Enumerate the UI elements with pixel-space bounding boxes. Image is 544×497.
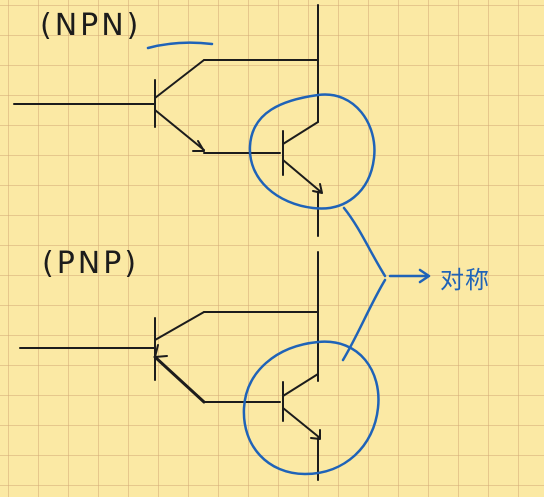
pnp-q2-emitter-arrow xyxy=(310,429,321,440)
pnp-q2-circle xyxy=(242,340,380,476)
npn-label: (NPN) xyxy=(40,8,142,43)
symmetry-label: 对称 xyxy=(440,266,490,294)
symmetry-annotation xyxy=(146,41,431,476)
brace-lower-stroke xyxy=(341,278,387,362)
npn-q2-emitter xyxy=(282,159,322,193)
pnp-q1-emitter xyxy=(153,355,206,404)
npn-q1-collector xyxy=(154,59,205,99)
npn-underline-stroke xyxy=(146,41,214,50)
pnp-q1-collector xyxy=(154,311,205,341)
arrow-head xyxy=(418,268,431,284)
npn-darlington xyxy=(13,4,323,237)
npn-q2-collector xyxy=(282,121,319,145)
pnp-darlington xyxy=(19,251,321,481)
npn-q2-emitter-arrow xyxy=(312,183,323,194)
pnp-q2-collector xyxy=(282,373,319,397)
npn-q1-emitter-arrow xyxy=(192,140,205,152)
pnp-label: (PNP) xyxy=(42,246,140,281)
npn-q1-emitter xyxy=(154,109,205,151)
brace-upper-stroke xyxy=(342,206,387,278)
pnp-q1-emitter-arrow xyxy=(154,344,168,358)
pnp-q2-emitter xyxy=(282,407,321,439)
npn-q2-circle xyxy=(248,93,376,210)
